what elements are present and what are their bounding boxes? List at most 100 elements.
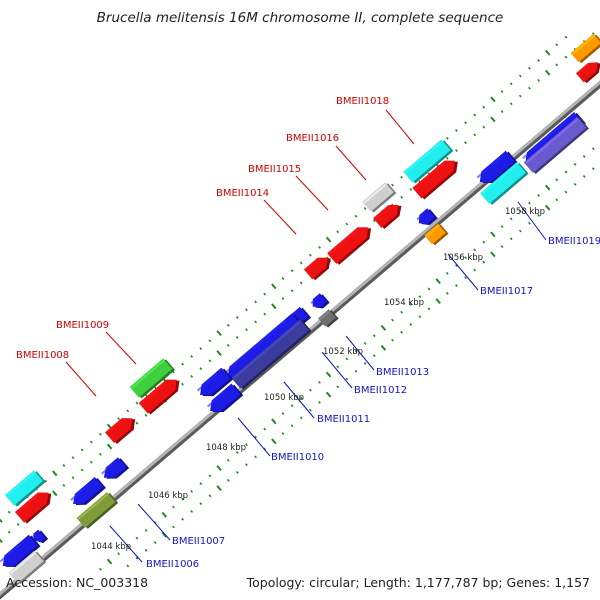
gene-feature[interactable] <box>15 486 56 524</box>
gene-highlight <box>305 259 319 272</box>
tick-mark <box>181 382 184 386</box>
tick-mark <box>16 522 20 526</box>
kbp-label-1054: 1054 kbp <box>384 298 424 308</box>
gene-label-bmeii1009[interactable]: BMEII1009 <box>56 320 109 331</box>
tick-mark <box>235 316 239 319</box>
gene-label-bmeii1012[interactable]: BMEII1012 <box>354 385 407 396</box>
gene-feature[interactable] <box>309 292 330 312</box>
tick-mark <box>208 339 212 343</box>
tick-mark <box>482 240 486 244</box>
gene-label-bmeii1017[interactable]: BMEII1017 <box>480 286 533 297</box>
tick-mark <box>564 35 568 39</box>
tick-mark <box>172 505 175 509</box>
tick-mark <box>427 287 431 291</box>
tick-mark <box>455 129 458 132</box>
gene-label-bmeii1011[interactable]: BMEII1011 <box>317 414 370 425</box>
gene-label-bmeii1019[interactable]: BMEII1019 <box>548 236 600 247</box>
tick-mark <box>409 188 413 191</box>
tick-mark <box>345 377 349 381</box>
gene-label-bmeii1016[interactable]: BMEII1016 <box>286 133 339 144</box>
tick-mark <box>537 78 540 82</box>
gene-feature[interactable] <box>318 308 339 328</box>
kbp-label-1048: 1048 kbp <box>206 443 246 453</box>
tick-mark <box>400 195 404 199</box>
gene-highlight <box>6 471 36 497</box>
gene-highlight <box>522 118 570 160</box>
tick-mark <box>135 536 139 540</box>
gene-highlight <box>374 206 390 220</box>
tick-mark <box>435 298 441 305</box>
gene-shape <box>129 358 173 398</box>
tick-mark <box>372 354 376 358</box>
gene-feature[interactable] <box>129 357 176 399</box>
gene-feature[interactable] <box>100 456 130 484</box>
gene-shape <box>318 309 336 327</box>
gene-label-bmeii1018[interactable]: BMEII1018 <box>336 96 389 107</box>
tick-mark <box>216 485 222 491</box>
tick-mark <box>62 464 66 467</box>
gene-feature[interactable] <box>206 383 244 419</box>
gene-feature[interactable] <box>196 367 234 403</box>
tick-mark <box>464 141 467 145</box>
tick-mark <box>117 552 121 556</box>
gene-highlight <box>481 163 518 195</box>
tick-mark <box>299 416 303 420</box>
tick-mark <box>354 369 358 373</box>
gene-feature[interactable] <box>105 412 140 445</box>
tick-mark <box>354 214 358 218</box>
gene-feature[interactable] <box>5 469 46 507</box>
gene-feature[interactable] <box>575 57 600 85</box>
gene-label-bmeii1013[interactable]: BMEII1013 <box>376 367 429 378</box>
gene-feature[interactable] <box>303 252 335 282</box>
tick-mark <box>528 86 531 90</box>
gene-feature[interactable] <box>76 491 119 530</box>
tick-mark <box>473 268 477 272</box>
gene-highlight <box>476 157 501 179</box>
gene-feature[interactable] <box>570 33 600 64</box>
gene-feature[interactable] <box>138 373 184 415</box>
gene-shape <box>575 62 599 83</box>
gene-feature[interactable] <box>223 313 304 385</box>
gene-feature[interactable] <box>523 116 589 175</box>
gene-feature[interactable] <box>31 529 49 547</box>
gene-feature[interactable] <box>475 150 518 189</box>
gene-highlight <box>232 320 301 380</box>
tick-mark <box>409 323 413 326</box>
tick-mark <box>555 178 559 182</box>
gene-shape <box>103 457 127 478</box>
tick-mark <box>299 261 303 265</box>
gene-highlight <box>77 493 109 520</box>
tick-mark <box>564 170 568 174</box>
gene-label-bmeii1006[interactable]: BMEII1006 <box>146 559 199 570</box>
gene-feature[interactable] <box>415 207 438 229</box>
gene-feature[interactable] <box>412 154 462 200</box>
tick-mark <box>363 361 367 365</box>
gene-shape <box>523 116 587 174</box>
gene-label-bmeii1014[interactable]: BMEII1014 <box>216 188 269 199</box>
tick-mark <box>418 315 422 319</box>
gene-feature[interactable] <box>0 534 41 573</box>
gene-feature[interactable] <box>69 476 106 511</box>
gene-feature[interactable] <box>8 550 47 586</box>
tick-mark <box>135 556 139 560</box>
tick-mark <box>71 476 75 480</box>
gene-shape <box>33 529 46 543</box>
gene-feature[interactable] <box>403 138 454 184</box>
tick-mark <box>544 49 551 56</box>
gene-shape <box>138 379 177 414</box>
gene-feature[interactable] <box>424 223 449 247</box>
gene-label-bmeii1007[interactable]: BMEII1007 <box>172 536 225 547</box>
tick-mark <box>518 94 522 98</box>
gene-feature[interactable] <box>362 181 397 213</box>
gene-label-bmeii1008[interactable]: BMEII1008 <box>16 350 69 361</box>
gene-feature[interactable] <box>231 319 312 391</box>
gene-label-bmeii1015[interactable]: BMEII1015 <box>248 164 301 175</box>
tick-mark <box>216 330 222 336</box>
gene-feature[interactable] <box>373 199 406 230</box>
tick-mark <box>281 432 285 435</box>
gene-feature[interactable] <box>327 221 375 266</box>
gene-feature[interactable] <box>480 161 529 206</box>
leader-line <box>137 503 171 541</box>
gene-label-bmeii1010[interactable]: BMEII1010 <box>271 452 324 463</box>
gene-shape <box>2 534 38 567</box>
